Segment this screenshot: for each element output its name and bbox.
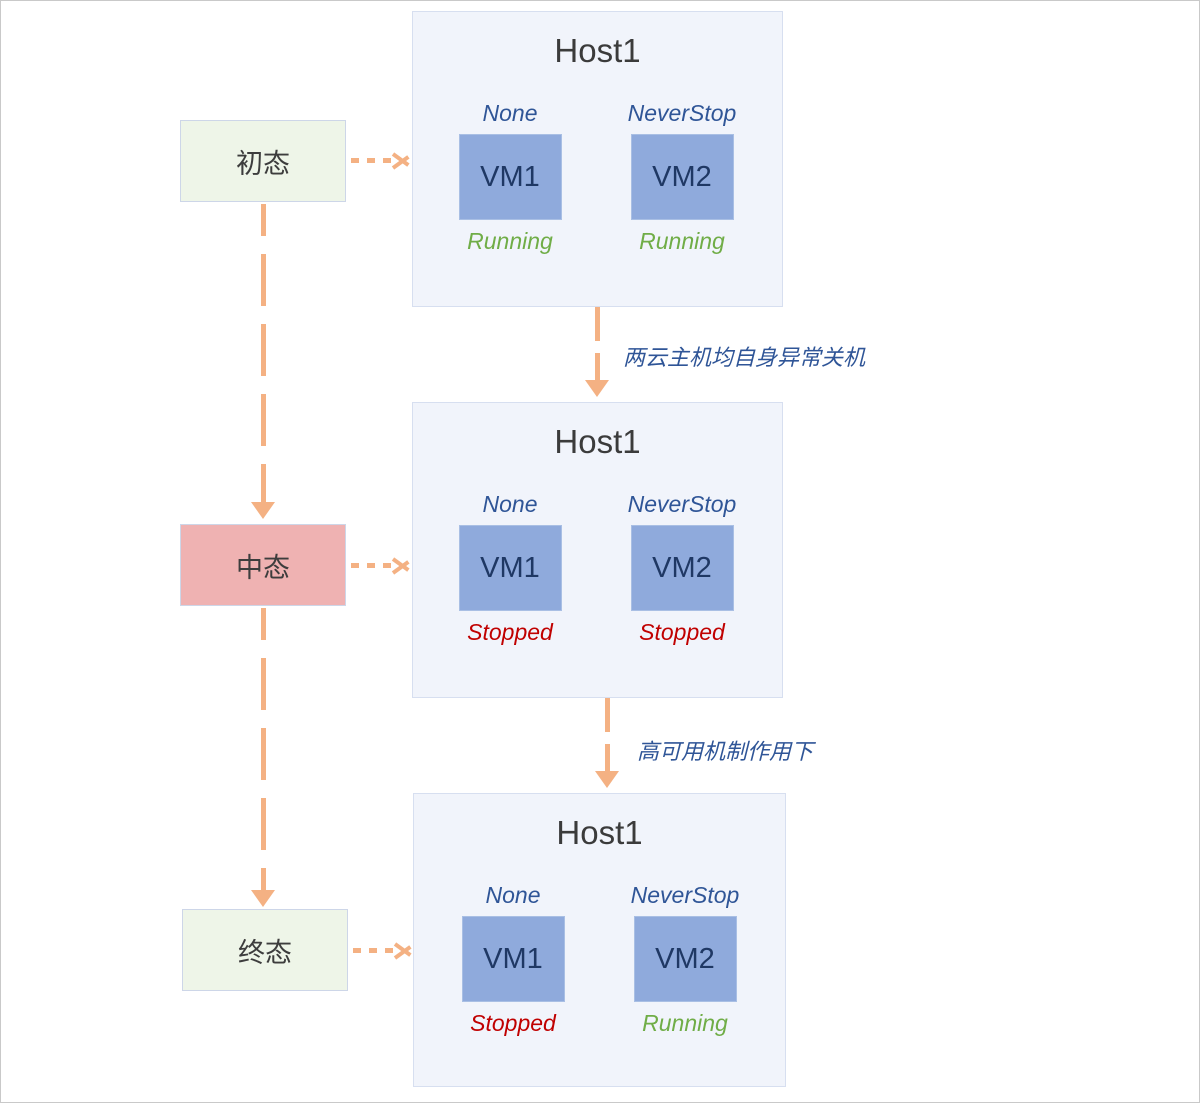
vm-policy-label: None: [482, 100, 538, 126]
vm-name: VM2: [655, 942, 715, 975]
host-panel-stage-1[interactable]: Host1 None VM1 Running NeverStop VM2 Run…: [412, 11, 783, 307]
vm-status-label: Stopped: [639, 619, 725, 645]
vm-slot-vm1[interactable]: None VM1 Running: [435, 100, 585, 255]
arrowhead-icon: [395, 940, 411, 962]
vm-policy-label: NeverStop: [627, 100, 737, 126]
vm-box[interactable]: VM2: [630, 525, 734, 611]
vm-slot-vm2[interactable]: NeverStop VM2 Stopped: [607, 491, 757, 646]
vm-box[interactable]: VM2: [630, 134, 734, 220]
vm-policy-label: None: [482, 491, 538, 517]
arrow-stage1-to-stage2: [585, 380, 609, 397]
vm-slot-vm2[interactable]: NeverStop VM2 Running: [607, 100, 757, 255]
vm-name: VM1: [480, 551, 540, 584]
host-panel-stage-2[interactable]: Host1 None VM1 Stopped NeverStop VM2 Sto…: [412, 402, 783, 698]
arrow-stage2-to-stage3: [595, 771, 619, 788]
vm-policy-label: NeverStop: [627, 491, 737, 517]
edge-label-stage2-to-stage3: 高可用机制作用下: [637, 739, 814, 764]
vm-box[interactable]: VM2: [633, 916, 737, 1002]
vm-status-label: Running: [639, 228, 725, 254]
host-panel-stage-3[interactable]: Host1 None VM1 Stopped NeverStop VM2 Run…: [413, 793, 786, 1087]
host-title: Host1: [554, 423, 641, 460]
vm-status-label: Running: [467, 228, 553, 254]
vm-slot-vm1[interactable]: None VM1 Stopped: [438, 882, 588, 1037]
edge-label-stage1-to-stage2: 两云主机均自身异常关机: [623, 345, 866, 370]
vm-status-label: Stopped: [467, 619, 553, 645]
vm-slot-vm2[interactable]: NeverStop VM2 Running: [610, 882, 760, 1037]
state-box-init[interactable]: 初态: [180, 120, 346, 202]
vm-name: VM1: [483, 942, 543, 975]
state-box-final[interactable]: 终态: [182, 909, 348, 991]
vm-box[interactable]: VM1: [461, 916, 565, 1002]
arrow-init-to-mid: [251, 502, 275, 519]
host-title: Host1: [556, 814, 643, 851]
vm-policy-label: NeverStop: [630, 882, 740, 908]
arrowhead-icon: [393, 150, 409, 172]
vm-box[interactable]: VM1: [458, 134, 562, 220]
vm-status-label: Running: [642, 1010, 728, 1036]
vm-status-label: Stopped: [470, 1010, 556, 1036]
vm-name: VM1: [480, 160, 540, 193]
state-box-mid[interactable]: 中态: [180, 524, 346, 606]
vm-box[interactable]: VM1: [458, 525, 562, 611]
vm-name: VM2: [652, 160, 712, 193]
vm-name: VM2: [652, 551, 712, 584]
state-label-final: 终态: [238, 937, 292, 968]
vm-policy-label: None: [485, 882, 541, 908]
vm-slot-vm1[interactable]: None VM1 Stopped: [435, 491, 585, 646]
state-label-init: 初态: [236, 148, 290, 179]
state-label-mid: 中态: [236, 552, 290, 583]
arrowhead-icon: [393, 555, 409, 577]
host-title: Host1: [554, 32, 641, 69]
arrow-mid-to-final: [251, 890, 275, 907]
